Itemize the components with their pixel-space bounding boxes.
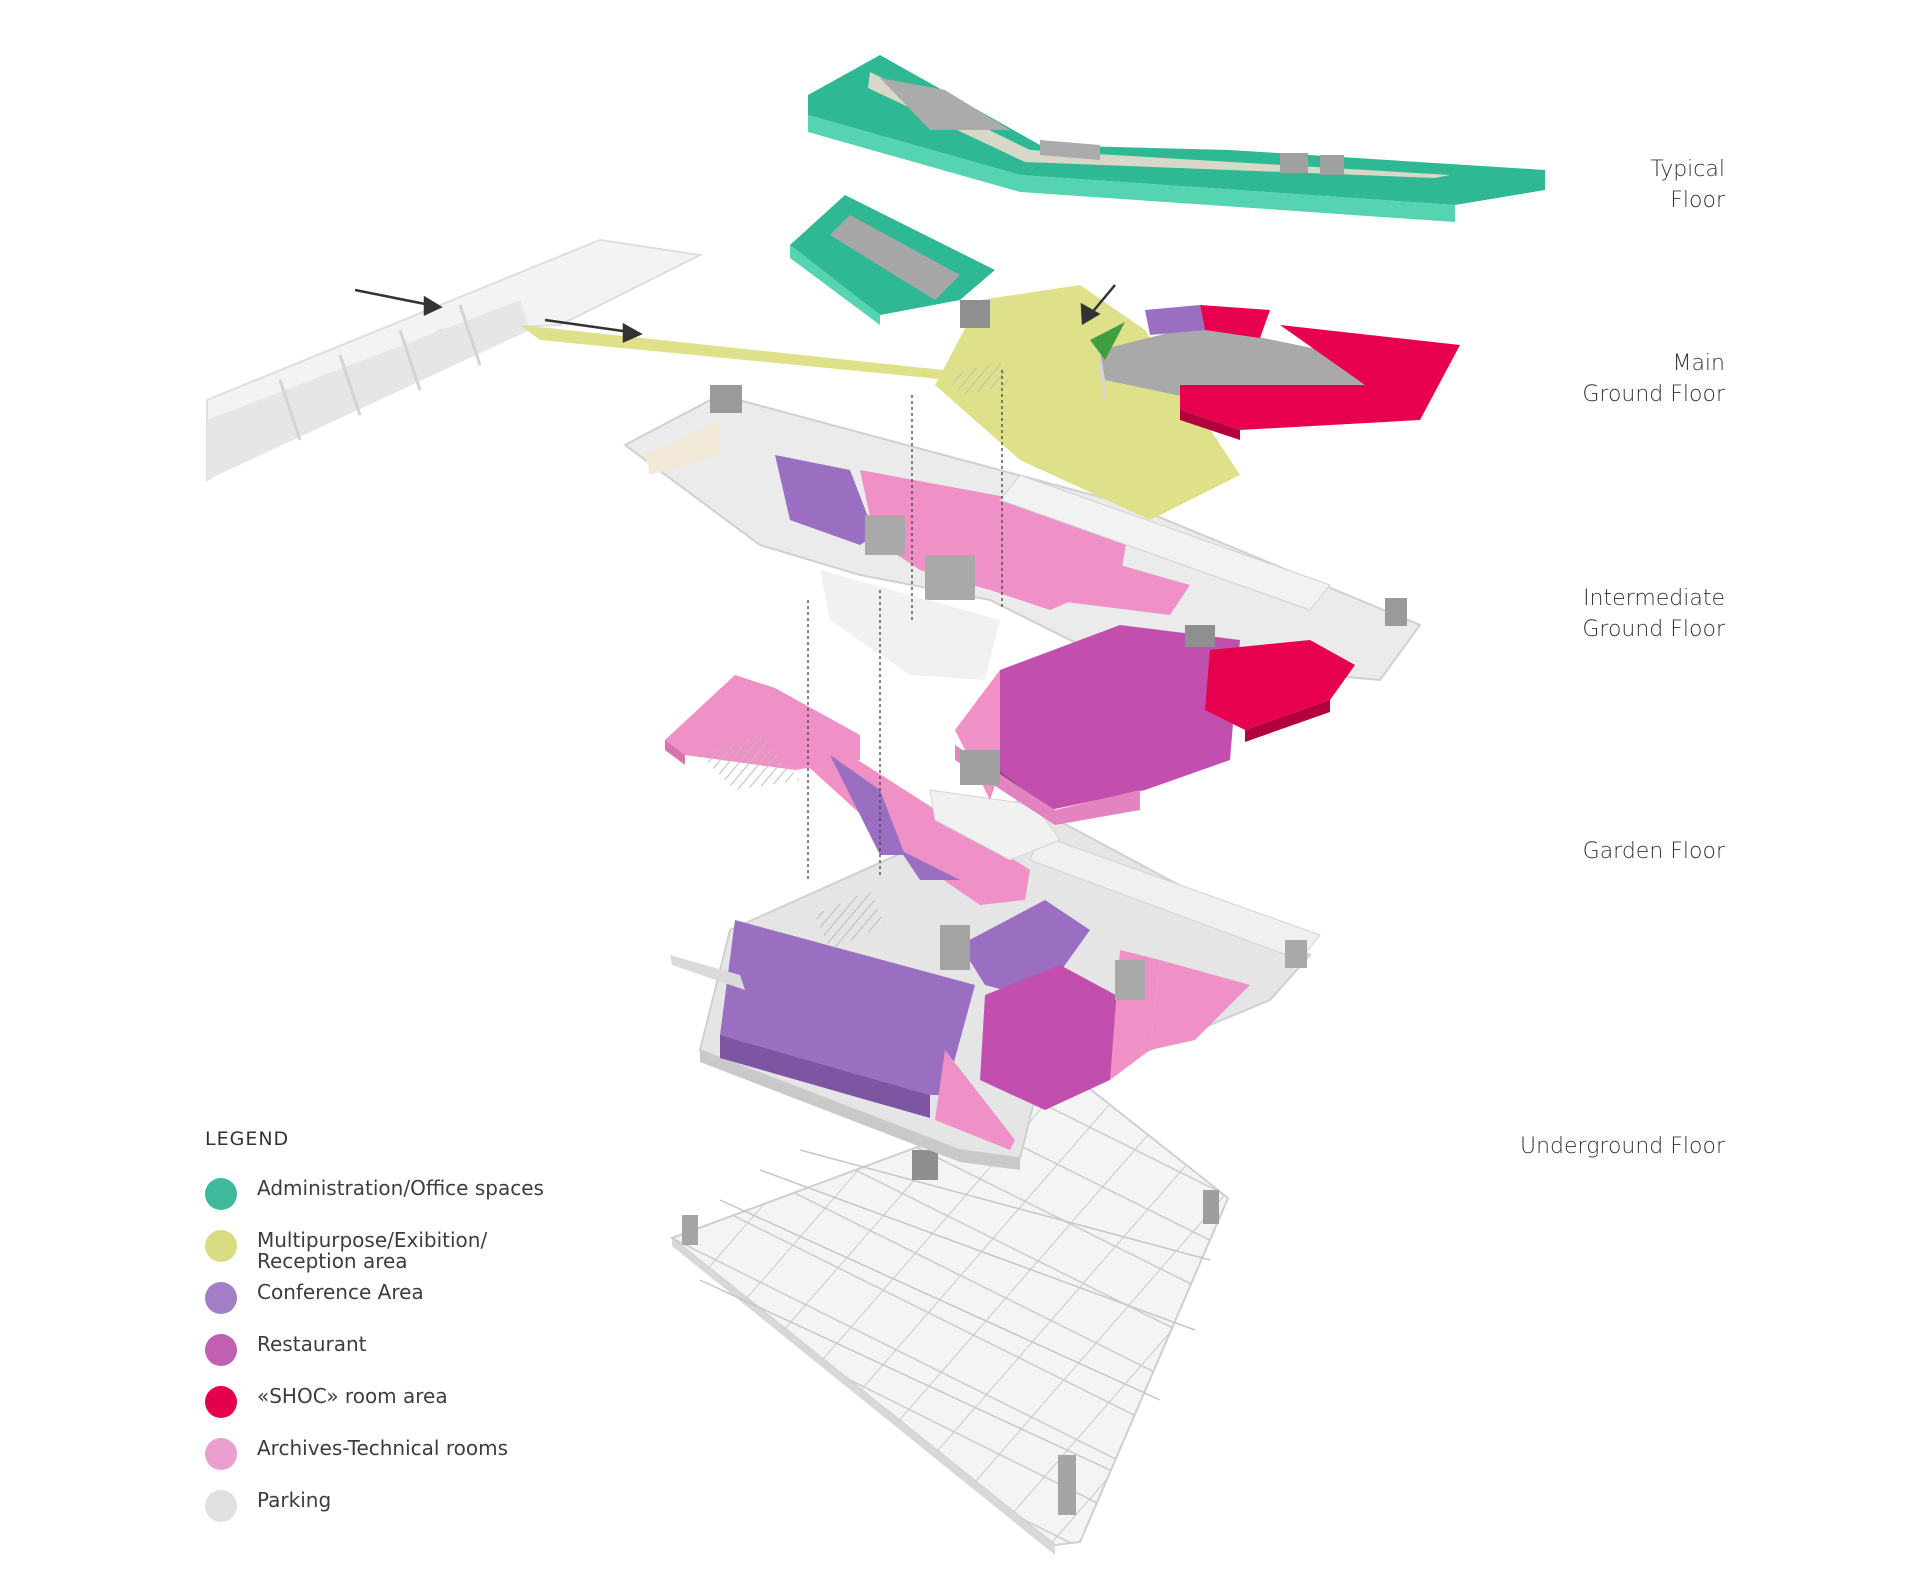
main-ground-floor-plate bbox=[206, 195, 1460, 520]
legend-item-restaurant: Restaurant bbox=[205, 1328, 625, 1380]
legend-swatch-conference bbox=[205, 1282, 237, 1314]
legend-label: Administration/Office spaces bbox=[257, 1176, 544, 1200]
legend-label: Conference Area bbox=[257, 1280, 424, 1304]
entrance-arrows bbox=[354, 284, 1116, 343]
legend-swatch-parking bbox=[205, 1490, 237, 1522]
legend-label: Parking bbox=[257, 1488, 332, 1512]
typical-floor-plate bbox=[808, 55, 1545, 222]
legend-label: Archives-Technical rooms bbox=[257, 1436, 508, 1460]
legend-swatch-shoc bbox=[205, 1386, 237, 1418]
legend-swatch-office bbox=[205, 1178, 237, 1210]
underground-floor-plate bbox=[669, 1083, 1230, 1555]
vertical-circulation-dotted-lines bbox=[807, 370, 1003, 880]
floor-label-intermediate-ground: Intermediate Ground Floor bbox=[1582, 586, 1725, 642]
legend-item-parking: Parking bbox=[205, 1484, 625, 1536]
legend-label: Multipurpose/Exibition/Reception area bbox=[257, 1228, 488, 1273]
legend-swatch-archives bbox=[205, 1438, 237, 1470]
floor-label-main-ground: Main Ground Floor bbox=[1582, 351, 1725, 407]
floor-label-garden: Garden Floor bbox=[1582, 839, 1725, 864]
legend-title: LEGEND bbox=[205, 1128, 290, 1150]
garden-floor-plate bbox=[670, 798, 1321, 1170]
intermediate-ground-floor-plate bbox=[623, 385, 1422, 905]
legend-item-reception: Multipurpose/Exibition/Reception area bbox=[205, 1224, 625, 1276]
floor-label-typical: Typical Floor bbox=[1650, 157, 1725, 213]
legend-label: «SHOC» room area bbox=[257, 1384, 448, 1408]
legend-item-office: Administration/Office spaces bbox=[205, 1172, 625, 1224]
floor-label-underground: Underground Floor bbox=[1519, 1134, 1725, 1159]
legend-item-conference: Conference Area bbox=[205, 1276, 625, 1328]
legend-item-shoc: «SHOC» room area bbox=[205, 1380, 625, 1432]
legend-label: Restaurant bbox=[257, 1332, 367, 1356]
legend-item-archives: Archives-Technical rooms bbox=[205, 1432, 625, 1484]
legend-swatch-restaurant bbox=[205, 1334, 237, 1366]
legend-swatch-reception bbox=[205, 1230, 237, 1262]
